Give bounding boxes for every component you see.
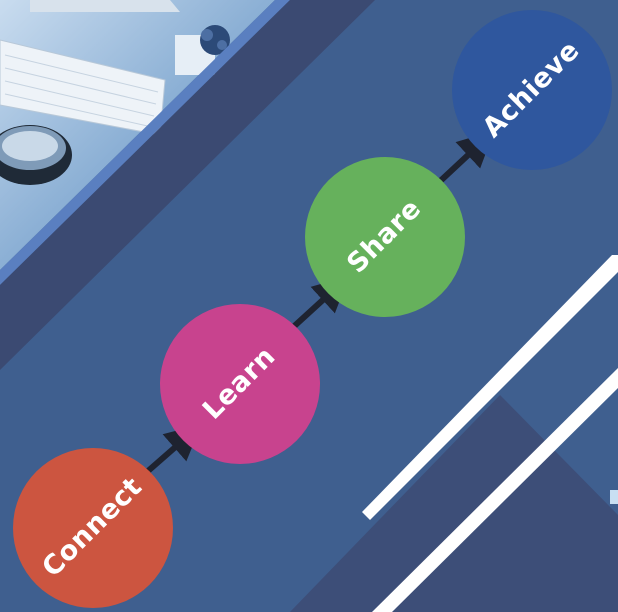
step-achieve-circle xyxy=(452,10,612,170)
step-connect: Connect xyxy=(13,448,173,608)
plant-icon xyxy=(175,25,230,75)
step-connect-circle xyxy=(13,448,173,608)
dark-shape xyxy=(290,395,618,612)
magnifier-icon xyxy=(0,125,72,185)
arrow-share-achieve xyxy=(433,130,495,188)
step-share: Share xyxy=(305,157,465,317)
arrow-learn-share xyxy=(287,275,350,333)
white-stripe-upper xyxy=(362,255,618,520)
step-learn: Learn xyxy=(160,304,320,464)
laptop-icon xyxy=(30,0,180,12)
step-learn-circle xyxy=(160,304,320,464)
step-achieve: Achieve xyxy=(452,10,612,170)
white-stripe-lower xyxy=(372,368,618,612)
dark-band xyxy=(0,0,375,370)
light-tab xyxy=(610,490,618,504)
step-share-circle xyxy=(305,157,465,317)
